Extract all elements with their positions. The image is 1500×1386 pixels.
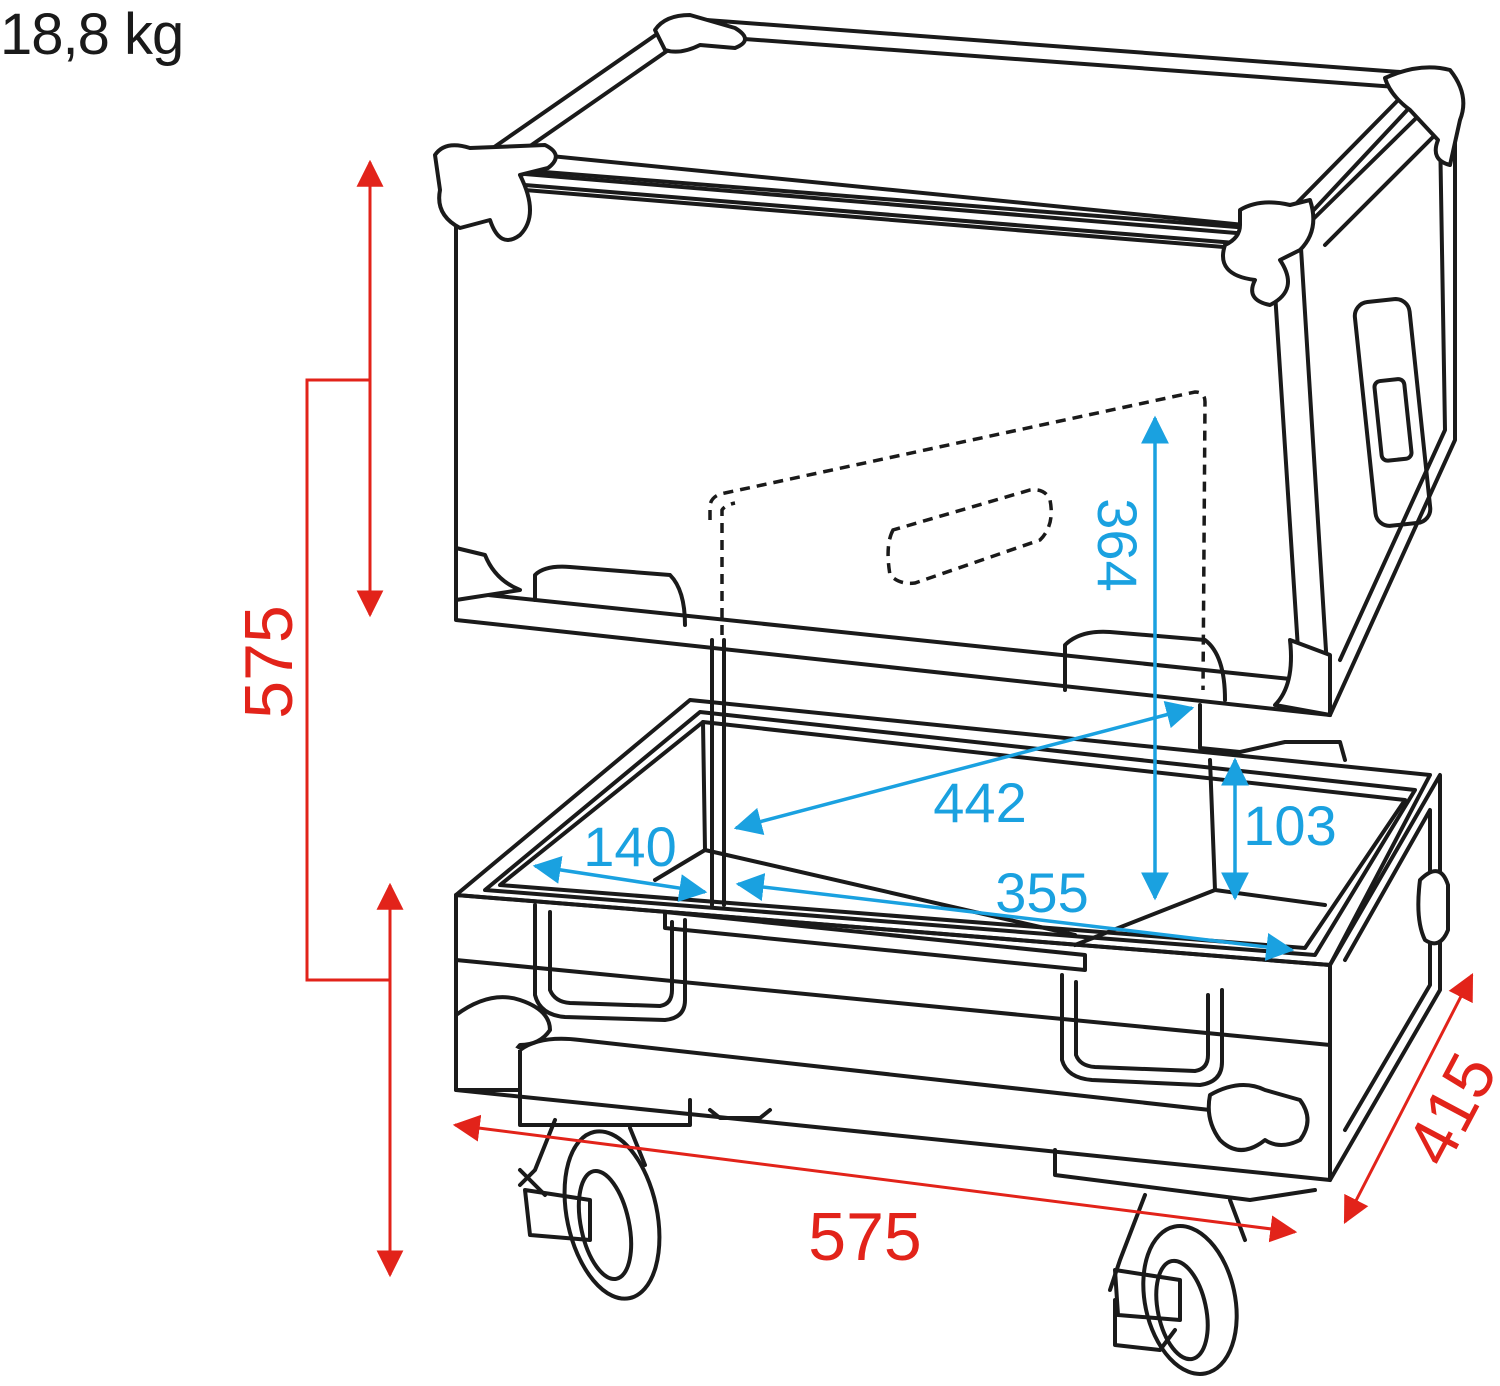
case-lid — [433, 13, 1466, 717]
outer-height-label: 575 — [231, 605, 307, 718]
inner-depth-label: 140 — [583, 815, 676, 878]
inner-length-label: 355 — [995, 861, 1088, 924]
divider-panel-dashed — [708, 390, 1207, 691]
outer-length-label: 575 — [808, 1199, 921, 1275]
base-depth-label: 103 — [1243, 794, 1336, 857]
depth-arrow — [1343, 972, 1474, 1225]
inner-length-arrow — [735, 873, 1295, 961]
inner-depth-arrow — [532, 856, 708, 902]
outer-depth-label: 415 — [1392, 1041, 1500, 1177]
inner-diagonal-label: 442 — [933, 771, 1026, 834]
weight-label: 18,8 kg — [0, 2, 184, 67]
length-arrow — [452, 1114, 1298, 1243]
inner-dimensions: 364 442 355 140 103 — [532, 415, 1337, 961]
inner-diagonal-arrow — [733, 700, 1195, 836]
height-bracket — [305, 378, 390, 982]
inner-height-label: 364 — [1086, 498, 1149, 591]
case-base — [454, 638, 1450, 1202]
